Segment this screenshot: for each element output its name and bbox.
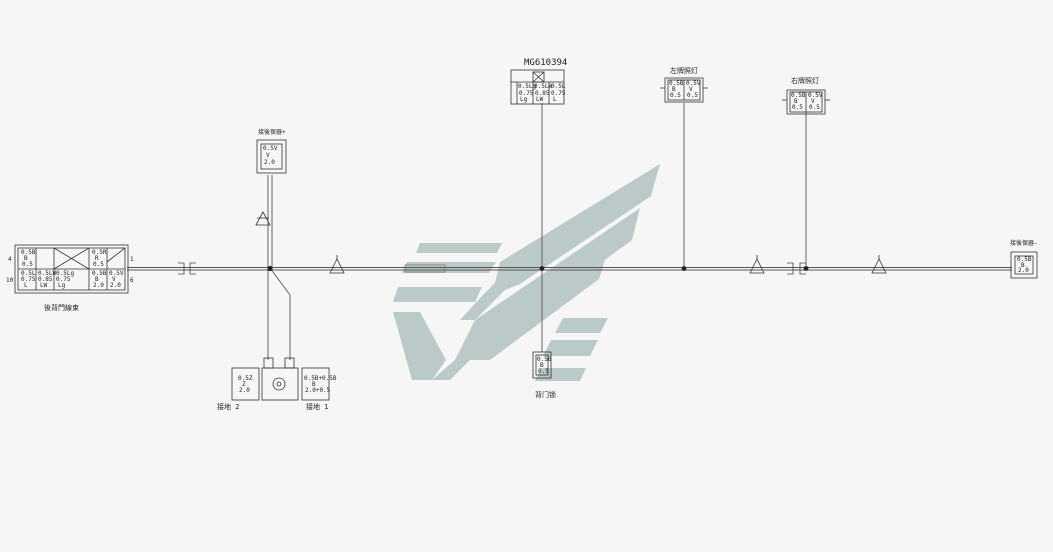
clip-4: [255, 211, 271, 226]
lamp-right-c2-l2: V: [811, 98, 815, 105]
lamp-left-c1-l2: B: [672, 86, 676, 93]
lh-c5-l2: B: [95, 276, 99, 283]
connector-left-harness: [14, 244, 129, 294]
right-end-l2: B: [1021, 262, 1025, 269]
lamp-left-label: 左牌照灯: [670, 67, 698, 75]
lamp-left-c1-l3: 0.5: [670, 92, 681, 99]
lamp-right-label: 右牌照灯: [791, 77, 819, 85]
ground2-l3: 2.0: [239, 387, 250, 394]
bottom-lock-l2: B: [540, 362, 544, 369]
left-pin-10: 10: [6, 277, 14, 284]
lh-c4-l2: R: [95, 255, 99, 262]
top-mid-cell3-l2: 0.75: [551, 90, 566, 97]
lh-c3-l1: 0.5Lg: [56, 270, 75, 277]
lamp-left-c2-l1: 0.5V: [686, 80, 701, 87]
connector-lamp-right: [782, 89, 830, 115]
right-pin-6: 6: [130, 277, 134, 284]
lh-c6-l2: V: [112, 276, 116, 283]
lh-c4-l1: 0.5R: [92, 249, 107, 256]
lh-c0-l1: 0.5B: [21, 249, 36, 256]
lamp-right-c1-l1: 0.5B: [791, 92, 806, 99]
ground2-label: 接地 2: [217, 403, 240, 411]
ground2-label-box: [231, 367, 260, 401]
top-mid-cell3-l1: 0.5L: [551, 83, 566, 90]
top-left-label: 接後保器+: [258, 129, 286, 136]
right-end-l3: 2.0: [1018, 267, 1029, 274]
lh-c5-l3: 2.0: [93, 282, 104, 289]
connector-bottom-lock: [532, 351, 552, 379]
top-left-wire-3: 2.0: [264, 159, 275, 166]
lh-c6-l3: 2.0: [110, 282, 121, 289]
clip-2: [749, 255, 765, 274]
ground1-l3: 2.0+0.5: [305, 387, 331, 394]
lh-c1-l3: L: [24, 282, 28, 289]
ground2-l2: Z: [242, 381, 246, 388]
connector-lamp-left: [660, 77, 708, 103]
ground1-label-box: [301, 367, 330, 401]
top-mid-cell2-l2: 0.85: [535, 90, 550, 97]
top-left-wire-2: V: [266, 152, 270, 159]
lh-c0-l3: 0.5: [22, 261, 33, 268]
lh-c0-l2: B: [24, 255, 28, 262]
bottom-lock-l1: 0.5B: [537, 356, 552, 363]
main-bus: [127, 267, 1012, 271]
lh-c1-l1: 0.5L: [21, 270, 36, 277]
ground1-label: 接地 1: [306, 403, 329, 411]
top-mid-cell2-l1: 0.5LW: [534, 83, 553, 90]
lamp-right-c2-l1: 0.5V: [808, 92, 823, 99]
lh-c5-l1: 0.5B: [92, 270, 107, 277]
lamp-right-c1-l3: 0.5: [792, 104, 803, 111]
lamp-left-c2-l2: V: [689, 86, 693, 93]
left-pin-4: 4: [8, 256, 12, 263]
branch-lines: [267, 103, 807, 360]
top-mid-cell2-l3: LW: [536, 96, 544, 103]
top-mid-cell1-l1: 0.5Lg: [518, 83, 537, 90]
bottom-lock-label: 背门锁: [535, 391, 556, 399]
connector-top-left: [256, 139, 287, 174]
lh-c3-l2: 0.75: [56, 276, 71, 283]
top-mid-cell3-l3: L: [553, 96, 557, 103]
top-left-wire-1: 0.5V: [263, 145, 278, 152]
ground1-l2: B: [312, 381, 316, 388]
left-harness-label: 後背門線束: [44, 304, 79, 312]
inline-connector-right: [787, 262, 806, 275]
ground-terminal: [261, 357, 299, 401]
lh-c4-l3: 0.5: [93, 261, 104, 268]
right-end-l1: 0.5B: [1017, 256, 1032, 263]
connector-top-mid: [510, 69, 565, 105]
lh-c1-l2: 0.75: [21, 276, 36, 283]
lh-c3-l3: Lg: [58, 282, 66, 289]
connector-right-end: [1010, 251, 1038, 279]
watermark-logo: [393, 164, 660, 381]
lamp-right-c1-l2: B: [794, 98, 798, 105]
splice-dots: [267, 265, 809, 272]
lamp-left-c1-l1: 0.5B: [669, 80, 684, 87]
ground2-l1: 0.5Z: [238, 375, 253, 382]
inline-connector-left: [178, 262, 196, 275]
lh-c2-l3: LW: [40, 282, 48, 289]
right-pin-1: 1: [130, 256, 134, 263]
top-mid-cell1-l2: 0.75: [519, 90, 534, 97]
lh-c2-l1: 0.5LW: [38, 270, 57, 277]
ground1-l1: 0.5B+0.5B: [304, 375, 337, 382]
top-mid-cell1-l3: Lg: [520, 96, 528, 103]
lh-c6-l1: 0.5V: [109, 270, 124, 277]
right-end-label: 接後保器-: [1010, 240, 1038, 247]
lh-c2-l2: 0.85: [38, 276, 53, 283]
lamp-left-c2-l3: 0.5: [687, 92, 698, 99]
bottom-lock-l3: 0.5: [538, 368, 549, 375]
lamp-right-c2-l3: 0.5: [809, 104, 820, 111]
clip-3: [871, 255, 887, 274]
clip-1: [329, 255, 345, 274]
title-mg-part: MG610394: [524, 58, 568, 68]
